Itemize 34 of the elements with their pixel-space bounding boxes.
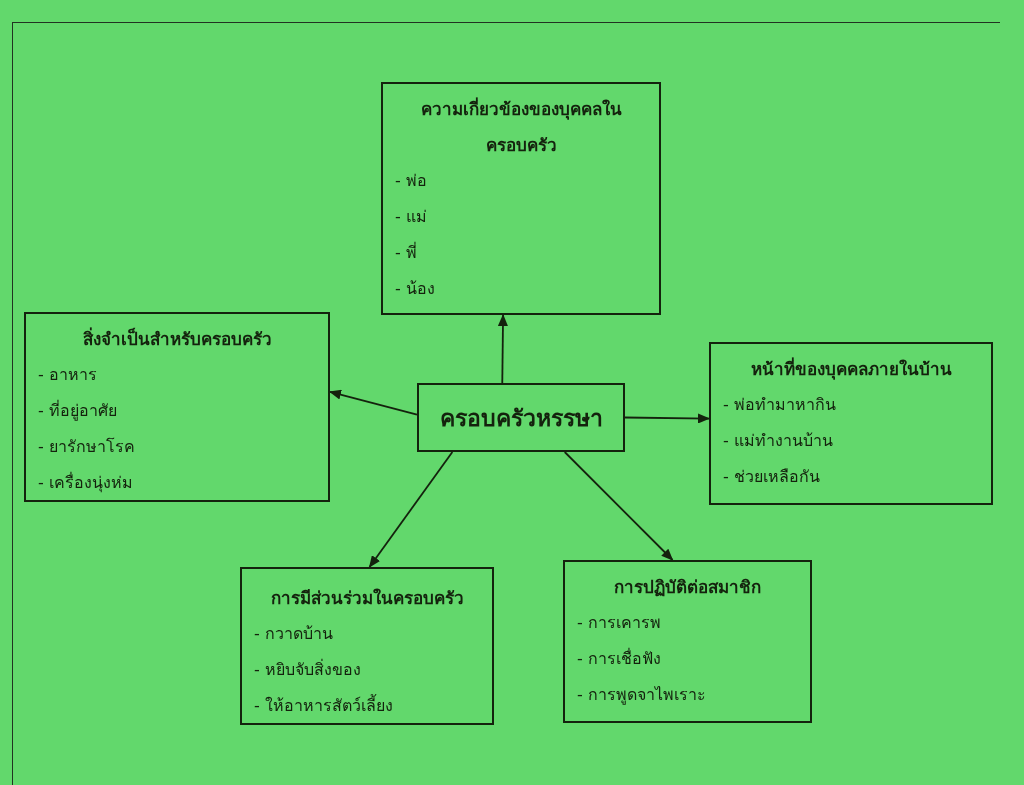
topic-box	[709, 342, 993, 505]
topic-box	[381, 82, 661, 315]
list-item: - ช่วยเหลือกัน	[723, 466, 820, 488]
list-item: - ที่อยู่อาศัย	[38, 399, 117, 423]
arrow	[624, 413, 710, 424]
list-item: - การเคารพ	[577, 612, 661, 634]
arrow	[329, 389, 418, 416]
list-item: - พี่	[395, 241, 417, 264]
arrow	[368, 451, 454, 568]
list-item: - พ่อ	[395, 170, 427, 192]
topic-box	[563, 560, 812, 723]
box-heading: หน้าที่ของบุคคลภายในบ้าน	[750, 356, 952, 382]
central-topic-text: ครอบครัวหรรษา	[439, 403, 603, 433]
arrow	[497, 314, 508, 384]
list-item: - น้อง	[395, 278, 435, 300]
list-item: - ยารักษาโรค	[38, 436, 135, 458]
central-topic-box	[417, 383, 625, 452]
box-heading: การปฏิบัติต่อสมาชิก	[614, 576, 761, 599]
list-item: - แม่ทำงานบ้าน	[723, 430, 833, 452]
list-item: - พ่อทำมาหากิน	[723, 394, 836, 416]
box-heading: ความเกี่ยวข้องของบุคคลในครอบครัว	[419, 96, 623, 157]
list-item: - เครื่องนุ่งห่ม	[38, 471, 133, 495]
list-item: - การเชื่อฟัง	[577, 647, 661, 670]
list-item: - หยิบจับสิ่งของ	[254, 658, 361, 681]
list-item: - อาหาร	[38, 364, 97, 386]
list-item: - ให้อาหารสัตว์เลี้ยง	[254, 693, 393, 717]
topic-box	[240, 567, 494, 725]
list-item: - การพูดจาไพเราะ	[577, 684, 706, 707]
box-heading: การมีส่วนร่วมในครอบครัว	[270, 587, 464, 610]
arrow	[563, 451, 674, 561]
list-item: - กวาดบ้าน	[254, 623, 333, 645]
topic-box	[24, 312, 330, 502]
box-heading: สิ่งจำเป็นสำหรับครอบครัว	[82, 326, 272, 351]
list-item: - แม่	[395, 206, 427, 228]
